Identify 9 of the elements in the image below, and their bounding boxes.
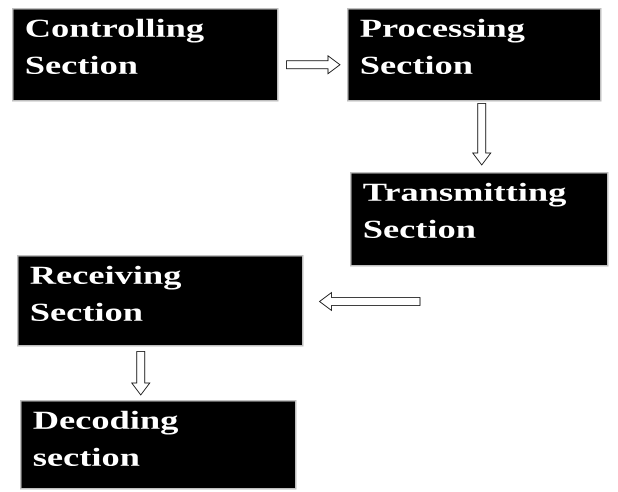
block-arrow: [318, 292, 420, 312]
section-box: Processing Section: [347, 8, 602, 102]
block-arrow: [130, 351, 151, 396]
block-arrow: [472, 103, 492, 166]
block-arrow: [286, 54, 341, 75]
section-box: Receiving Section: [17, 255, 304, 346]
section-box: Controlling Section: [12, 8, 278, 102]
section-box: Decoding section: [20, 400, 296, 490]
section-box: Transmitting Section: [350, 172, 608, 266]
